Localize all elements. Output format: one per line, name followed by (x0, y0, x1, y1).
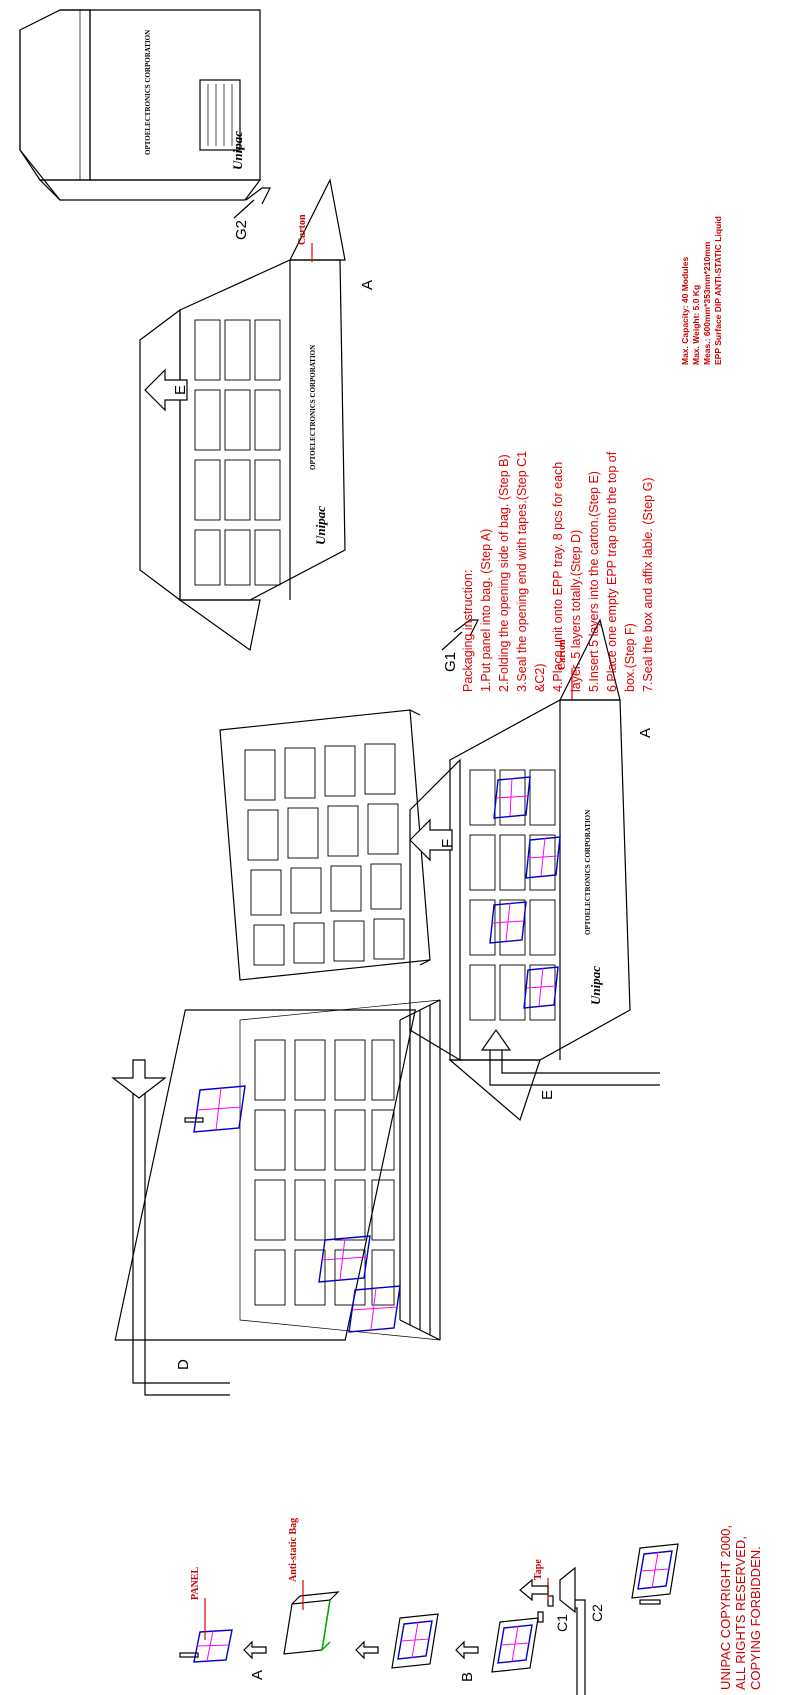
sealed-carton-company: OPTOELECTRONICS CORPORATION (144, 30, 152, 155)
step-arrow-bag (355, 1640, 379, 1660)
carton-open-e: Unipac OPTOELECTRONICS CORPORATION (139, 178, 346, 652)
step-g1-arrow (441, 619, 479, 651)
instruction-step-3-cont: &C2) (533, 664, 547, 692)
instruction-step-3: 3.Seal the opening end with tapes.(Step … (515, 451, 529, 692)
copyright-line-3: COPYING FORBIDDEN. (748, 1546, 763, 1690)
step-g1-label: G1 (442, 652, 459, 672)
spec-weight: Max. Weight: 5.0 Kg (691, 285, 701, 365)
copyright-notice: UNIPAC COPYRIGHT 2000, ALL RIGHTS RESERV… (718, 1525, 763, 1690)
sealed-carton-logo: Unipac (230, 131, 245, 170)
label-carton-lower: Carton (557, 639, 568, 670)
instruction-step-2: 2.Folding the opening side of bag. (Step… (497, 454, 511, 692)
carton-company-f: OPTOELECTRONICS CORPORATION (584, 810, 592, 935)
instruction-step-6: 6.Place one empty EPP trap onto the top … (605, 451, 619, 692)
tray-stack (111, 999, 441, 1396)
side-label-a-lower: A (637, 728, 654, 738)
instruction-step-4: 4.Place unit onto EPP tray. 8 pcs for ea… (551, 462, 565, 692)
step-c2-path (559, 1566, 586, 1695)
tray-pockets-d (254, 1039, 395, 1306)
side-label-a-upper: A (359, 280, 376, 290)
instruction-step-4-cont: layer. 5 layers totally.(Step D) (569, 530, 583, 692)
bagged-panel (391, 1613, 439, 1669)
sealed-panel (631, 1543, 679, 1605)
step-e-label-upper: E (172, 385, 189, 395)
instructions-heading: Packaging instruction: (461, 570, 475, 692)
instruction-step-5: 5.Insert 5 layers into the carton.(Step … (587, 471, 601, 692)
spec-measurements: Meas.: 600mm*353mm*210mm (702, 241, 712, 365)
label-anti-static-bag: Anti-static Bag (288, 1518, 299, 1582)
copyright-line-1: UNIPAC COPYRIGHT 2000, (718, 1525, 733, 1690)
step-c1-label: C1 (554, 1614, 570, 1632)
instruction-step-6-cont: box.(Step F) (623, 623, 637, 692)
panel-sequence: PANEL A Anti-static Bag (179, 1518, 679, 1695)
empty-tray (219, 709, 431, 981)
step-a-label: A (249, 1670, 266, 1680)
carton-open-f: Unipac OPTOELECTRONICS CORPORATION (409, 618, 660, 1122)
carton-logo-f: Unipac (588, 966, 603, 1005)
folded-bag (491, 1617, 539, 1673)
step-g2-label: G2 (233, 220, 250, 240)
label-tape: Tape (533, 1559, 544, 1580)
spec-surface: EPP Surface DIP ANTI-STATIC Liquid (713, 216, 723, 365)
step-c2-label: C2 (589, 1604, 605, 1622)
anti-static-bag (283, 1591, 340, 1655)
spec-capacity: Max. Capacity: 40 Modules (680, 257, 690, 365)
carton-logo-e: Unipac (313, 506, 328, 545)
panel-module-a (179, 1629, 233, 1663)
step-b-arrow (455, 1640, 479, 1660)
carton-specs: Max. Capacity: 40 Modules Max. Weight: 5… (680, 216, 723, 365)
step-g2-arrow (233, 187, 271, 219)
tape (537, 1595, 554, 1623)
instruction-step-1: 1.Put panel into bag. (Step A) (479, 529, 493, 692)
step-f-label: F (439, 839, 456, 848)
step-d-label: D (175, 1359, 192, 1370)
step-e-label-lower: E (539, 1090, 556, 1100)
carton-company-e: OPTOELECTRONICS CORPORATION (309, 345, 317, 470)
step-a-arrow (243, 1640, 267, 1660)
step-b-label: B (459, 1672, 476, 1682)
sealed-carton: Unipac OPTOELECTRONICS CORPORATION (19, 9, 262, 201)
instruction-step-7: 7.Seal the box and affix lable. (Step G) (641, 478, 655, 692)
packaging-instructions: Packaging instruction: 1.Put panel into … (461, 451, 655, 692)
label-carton-upper: Carton (297, 214, 308, 245)
label-panel: PANEL (190, 1567, 201, 1600)
copyright-line-2: ALL RIGHTS RESERVED, (733, 1536, 748, 1690)
step-c1-arrow (519, 1578, 549, 1602)
